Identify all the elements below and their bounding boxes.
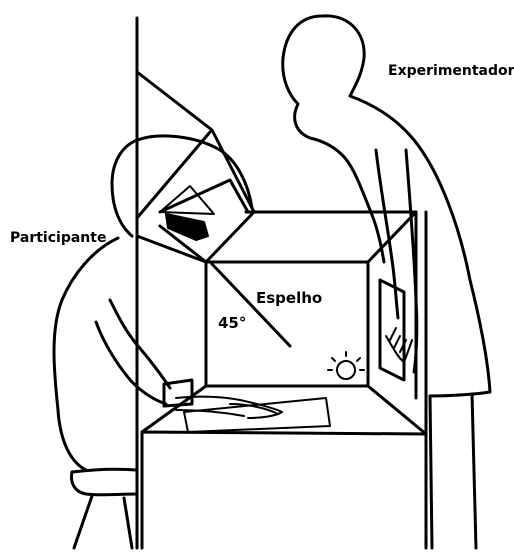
angle-label: 45°	[218, 316, 246, 331]
light-icon	[328, 352, 364, 379]
participant-body	[54, 238, 118, 470]
participant-stool	[72, 469, 136, 548]
experimenter-hand	[386, 328, 412, 362]
participant-arm	[96, 300, 170, 404]
box-arm-opening	[164, 380, 192, 406]
mirror-label: Espelho	[256, 291, 322, 306]
box-side-window	[380, 280, 404, 380]
visor-inner	[137, 132, 248, 218]
experimenter-label: Experimentador	[388, 64, 514, 78]
experimenter-arm	[376, 150, 417, 372]
participant-label: Participante	[10, 231, 106, 245]
light-bulb	[337, 361, 355, 379]
box-front-edge	[142, 432, 426, 548]
box-perspective-edges	[142, 212, 426, 434]
experimenter-legs	[430, 394, 476, 548]
box-right-wall	[416, 212, 426, 548]
